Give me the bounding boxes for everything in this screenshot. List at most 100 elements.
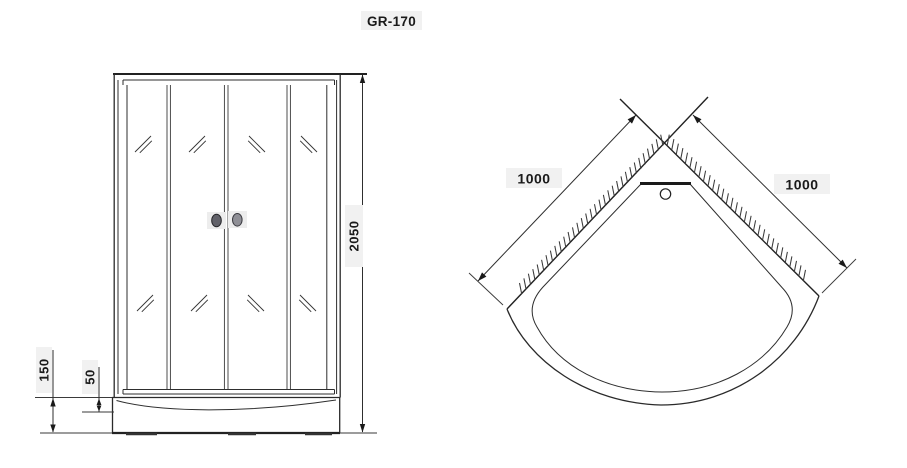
label-background	[36, 347, 52, 393]
hatch-stroke	[780, 247, 784, 259]
rim-label-group: 50	[82, 360, 98, 394]
hatch-stroke	[739, 206, 743, 218]
hatch-stroke	[761, 229, 766, 241]
hatch-stroke	[563, 236, 567, 248]
hatch-stroke	[693, 161, 698, 173]
label-background	[345, 205, 363, 267]
hatch-stroke	[646, 148, 651, 160]
door-handle-right	[232, 213, 243, 227]
dimension-base-150: 150	[36, 347, 56, 433]
height-label-group: 2050	[345, 205, 363, 267]
hatch-stroke	[638, 157, 642, 170]
arrow-up-right-icon	[627, 115, 636, 124]
hatch-stroke	[536, 264, 540, 276]
glass-reflection-stroke	[248, 135, 266, 153]
arrow-down-right-icon	[838, 259, 847, 268]
hatch-stroke	[629, 166, 633, 179]
rim-dimension-label: 50	[83, 369, 98, 384]
arrow-down-left-icon	[478, 272, 487, 281]
hatch-stroke	[666, 134, 670, 146]
hatch-stroke	[518, 282, 523, 295]
drawing-title: GR-170	[361, 11, 422, 30]
dimension-rim-50: 50	[82, 360, 102, 412]
hatch-stroke	[793, 260, 798, 273]
glass-reflection-stroke	[299, 140, 313, 154]
hatch-stroke	[798, 265, 802, 277]
glass-reflection-stroke	[300, 135, 318, 153]
hatch-stroke	[675, 143, 679, 155]
tray-inner-rim	[531, 183, 793, 393]
hatch-stroke	[725, 193, 729, 205]
hatch-stroke	[593, 204, 598, 216]
tray-outline	[506, 182, 820, 406]
dimension-line	[477, 114, 637, 282]
width-left-dimension-label: 1000	[517, 171, 550, 187]
arrow-up-icon	[359, 74, 366, 83]
hatch-stroke	[752, 220, 757, 232]
wall-hatching-left	[518, 134, 664, 295]
wall-right-line	[619, 98, 820, 297]
arrow-down-icon	[50, 424, 56, 433]
top-view: 1000 1000	[468, 96, 857, 406]
drain-hole	[659, 188, 672, 200]
label-background	[506, 168, 562, 188]
corner-walls	[506, 96, 820, 310]
glass-reflection-stroke	[139, 140, 153, 154]
arrow-up-left-icon	[693, 115, 702, 124]
glass-reflection-stroke	[190, 294, 208, 312]
glass-reflection-stroke	[188, 135, 206, 153]
page-title: GR-170	[367, 14, 416, 29]
hatch-stroke	[611, 185, 615, 197]
hatch-stroke	[642, 153, 646, 165]
base-height-label-group: 150	[36, 347, 52, 393]
hatch-stroke	[660, 134, 664, 146]
hatch-stroke	[541, 259, 545, 271]
hatch-stroke	[567, 231, 571, 244]
tray-outer-front-arc	[506, 295, 820, 406]
hatch-stroke	[620, 176, 624, 188]
glass-reflection-stroke	[136, 294, 154, 312]
hatch-stroke	[721, 188, 725, 200]
glass-reflection-stroke	[246, 299, 260, 313]
hatch-stroke	[789, 256, 793, 268]
hatch-stroke	[532, 268, 536, 281]
glass-reflection-stroke	[247, 294, 265, 312]
shower-tray-base	[35, 396, 377, 436]
base-height-dimension-label: 150	[37, 358, 52, 381]
hatch-stroke	[707, 175, 711, 187]
dimension-width-right-1000: 1000	[692, 114, 857, 294]
height-dimension-label: 2050	[347, 221, 362, 252]
hatch-stroke	[671, 138, 675, 151]
hatch-stroke	[766, 233, 770, 246]
hatch-stroke	[698, 166, 702, 178]
hatch-stroke	[655, 139, 660, 151]
hatch-stroke	[602, 194, 607, 207]
hatch-stroke	[743, 211, 748, 223]
extension-line	[821, 258, 857, 294]
hatch-stroke	[689, 157, 693, 169]
hatch-stroke	[545, 255, 549, 267]
glass-reflection-stroke	[134, 135, 152, 153]
hatch-stroke	[757, 224, 761, 236]
label-background	[774, 174, 830, 194]
hatch-stroke	[523, 278, 527, 290]
glass-reflection-stroke	[298, 299, 312, 313]
glass-reflection-stroke	[299, 294, 317, 312]
front-view: 2050 150 50	[35, 73, 377, 436]
wall-hatching-right	[666, 134, 807, 282]
hatch-stroke	[633, 162, 638, 174]
hatch-stroke	[730, 197, 734, 209]
hatch-stroke	[748, 215, 752, 227]
width-right-dimension-label: 1000	[785, 177, 818, 193]
hatch-stroke	[607, 190, 611, 202]
cabin-frame	[113, 73, 367, 398]
hatch-stroke	[576, 222, 580, 234]
dimension-width-left-1000: 1000	[468, 114, 637, 306]
hatch-stroke	[684, 152, 689, 164]
hatch-stroke	[571, 227, 576, 239]
hatch-stroke	[771, 238, 775, 250]
arrow-up-icon	[50, 398, 56, 407]
hatch-stroke	[716, 184, 720, 196]
glass-reflection-stroke	[247, 140, 261, 154]
hatch-stroke	[702, 170, 707, 182]
